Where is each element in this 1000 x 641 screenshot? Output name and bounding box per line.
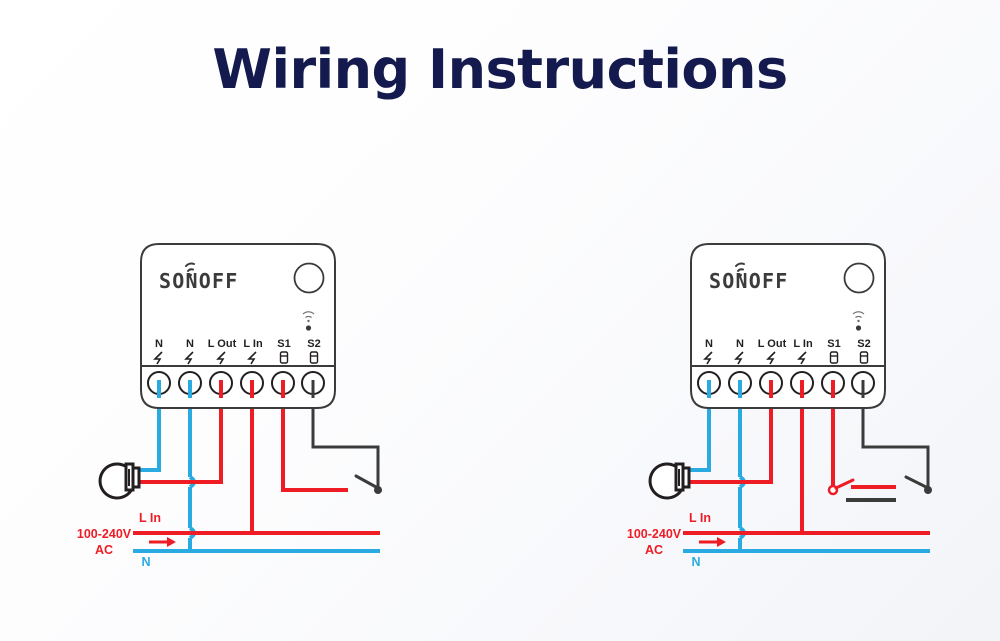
wifi-led-left — [302, 311, 315, 331]
svg-text:L Out: L Out — [758, 338, 787, 350]
svg-text:L In: L In — [793, 338, 813, 350]
label-voltage-right: 100-240V — [627, 527, 682, 541]
sonoff-module-right: SONOFF N N L Out L In S1 — [690, 243, 886, 409]
label-voltage-left: 100-240V — [77, 527, 132, 541]
wall-switch-right-1[interactable] — [827, 478, 855, 496]
terminal-labels-left: N N L Out L In S1 S2 — [155, 338, 321, 350]
svg-text:L Out: L Out — [208, 338, 237, 350]
terminal-wire-stubs-right — [707, 380, 865, 398]
switch-icon-group-right — [829, 351, 869, 364]
label-ac-right: AC — [645, 543, 663, 557]
label-ac-left: AC — [95, 543, 113, 557]
wall-switch-right-2[interactable] — [904, 475, 932, 494]
diagram-right: SONOFF N N L Out L In S1 — [627, 243, 932, 569]
svg-text:N: N — [186, 338, 194, 350]
wall-switch-left[interactable] — [354, 474, 382, 494]
svg-text:S1: S1 — [827, 338, 840, 350]
terminal-wire-stubs-left — [157, 380, 315, 398]
svg-text:S2: S2 — [857, 338, 870, 350]
svg-text:SONOFF: SONOFF — [159, 269, 238, 293]
current-flow-arrow-left — [149, 537, 176, 547]
lamp-icon-right — [648, 462, 691, 500]
wire-group-left — [133, 386, 380, 553]
page-title: Wiring Instructions — [212, 38, 788, 101]
svg-text:N: N — [736, 338, 744, 350]
label-line-in-right: L In — [689, 511, 711, 525]
label-neutral-right: N — [691, 555, 700, 569]
label-neutral-left: N — [141, 555, 150, 569]
svg-text:N: N — [705, 338, 713, 350]
bolt-icon-group-left — [153, 351, 257, 365]
svg-text:S2: S2 — [307, 338, 320, 350]
bolt-icon-group-right — [703, 351, 807, 365]
lamp-icon-left — [98, 462, 141, 500]
sonoff-logo-left: SONOFF — [159, 262, 238, 293]
switch-icon-group-left — [279, 351, 319, 364]
wire-group-right — [683, 386, 930, 553]
wifi-led-right — [852, 311, 865, 331]
diagram-left: SONOFF N N — [77, 243, 382, 569]
label-line-in-left: L In — [139, 511, 161, 525]
current-flow-arrow-right — [699, 537, 726, 547]
svg-text:L In: L In — [243, 338, 263, 350]
sonoff-logo-right: SONOFF — [709, 262, 788, 293]
power-button-right[interactable] — [843, 262, 875, 294]
power-button-left[interactable] — [293, 262, 325, 294]
sonoff-module-left: SONOFF N N — [140, 243, 336, 409]
terminal-labels-right: N N L Out L In S1 S2 — [705, 338, 871, 350]
svg-text:N: N — [155, 338, 163, 350]
svg-text:S1: S1 — [277, 338, 290, 350]
svg-text:SONOFF: SONOFF — [709, 269, 788, 293]
